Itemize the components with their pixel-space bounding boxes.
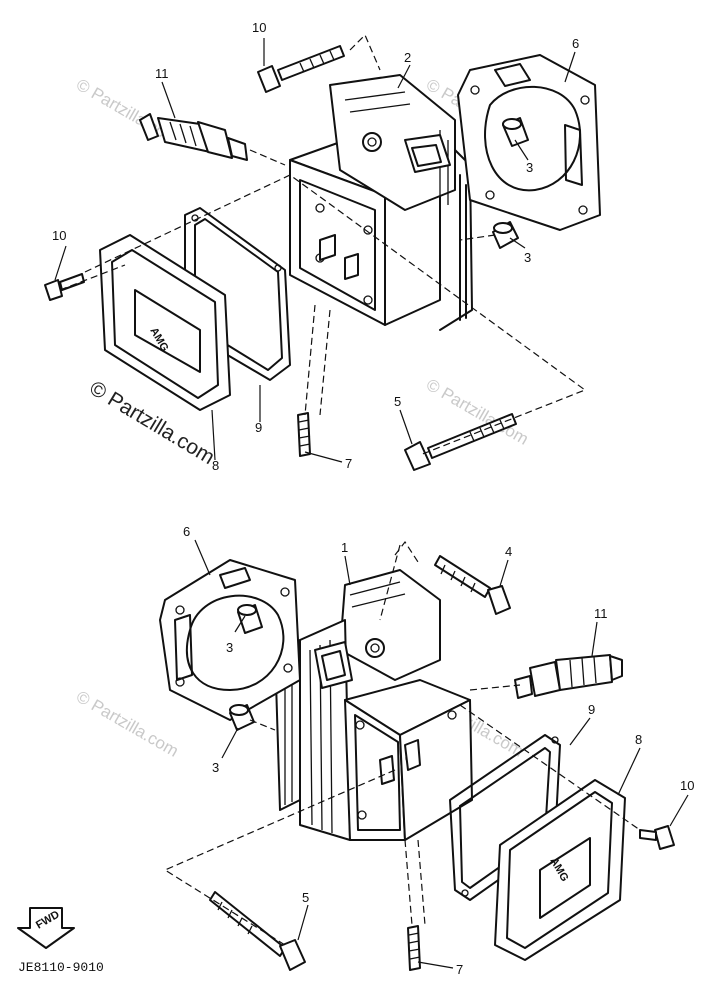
fwd-arrow-icon: FWD (17, 907, 75, 949)
cover-bolt-top (44, 273, 85, 301)
callout-2: 2 (404, 50, 411, 65)
valve-cover-bottom: AMG (494, 779, 626, 961)
stud-top (297, 412, 311, 457)
cylinder-head-bottom (274, 569, 473, 841)
dowel-pin-top (492, 221, 519, 249)
cover-bolt-bottom (639, 825, 675, 850)
callout-numbers-top: 10 2 6 11 3 10 3 5 9 8 7 (52, 20, 579, 473)
head-gasket-top (457, 54, 601, 231)
callout-11: 11 (594, 606, 608, 621)
callout-9: 9 (588, 702, 595, 717)
callout-8: 8 (212, 458, 219, 473)
valve-cover-top: AMG (99, 234, 231, 411)
stud-bottom (407, 925, 421, 971)
callout-6: 6 (572, 36, 579, 51)
bottom-assembly: AMG 6 (159, 524, 694, 977)
head-bolt-long-top (404, 413, 517, 471)
callout-3b: 3 (212, 760, 219, 775)
callout-10: 10 (680, 778, 694, 793)
callout-5: 5 (302, 890, 309, 905)
callout-7: 7 (345, 456, 352, 471)
callout-4: 4 (505, 544, 512, 559)
head-bolt-long-bottom (209, 891, 306, 971)
head-gasket-bottom (159, 559, 301, 721)
callout-11: 11 (155, 66, 169, 81)
callout-4: 10 (252, 20, 266, 35)
cylinder-head-top (289, 74, 473, 331)
drawing-code: JE8110-9010 (18, 960, 104, 975)
callout-8: 8 (635, 732, 642, 747)
callout-1: 1 (341, 540, 348, 555)
callout-5: 5 (394, 394, 401, 409)
callout-6: 6 (183, 524, 190, 539)
callout-numbers-bottom: 6 1 4 11 3 9 8 3 10 5 7 (183, 524, 694, 977)
callout-3a: 3 (226, 640, 233, 655)
callout-7: 7 (456, 962, 463, 977)
top-assembly: AMG 10 2 (44, 20, 601, 473)
watermark-faint: © Partzilla.com (73, 687, 182, 761)
head-bolt-bottom (434, 555, 511, 615)
spark-plug-top (139, 113, 248, 161)
callout-3a: 3 (526, 160, 533, 175)
callout-leaders-bottom (194, 539, 689, 969)
spark-plug-bottom (514, 654, 623, 699)
callout-9: 9 (255, 420, 262, 435)
callout-10: 10 (52, 228, 66, 243)
callout-3b: 3 (524, 250, 531, 265)
head-bolt-top (257, 45, 345, 93)
callout-leaders-top (54, 38, 576, 463)
